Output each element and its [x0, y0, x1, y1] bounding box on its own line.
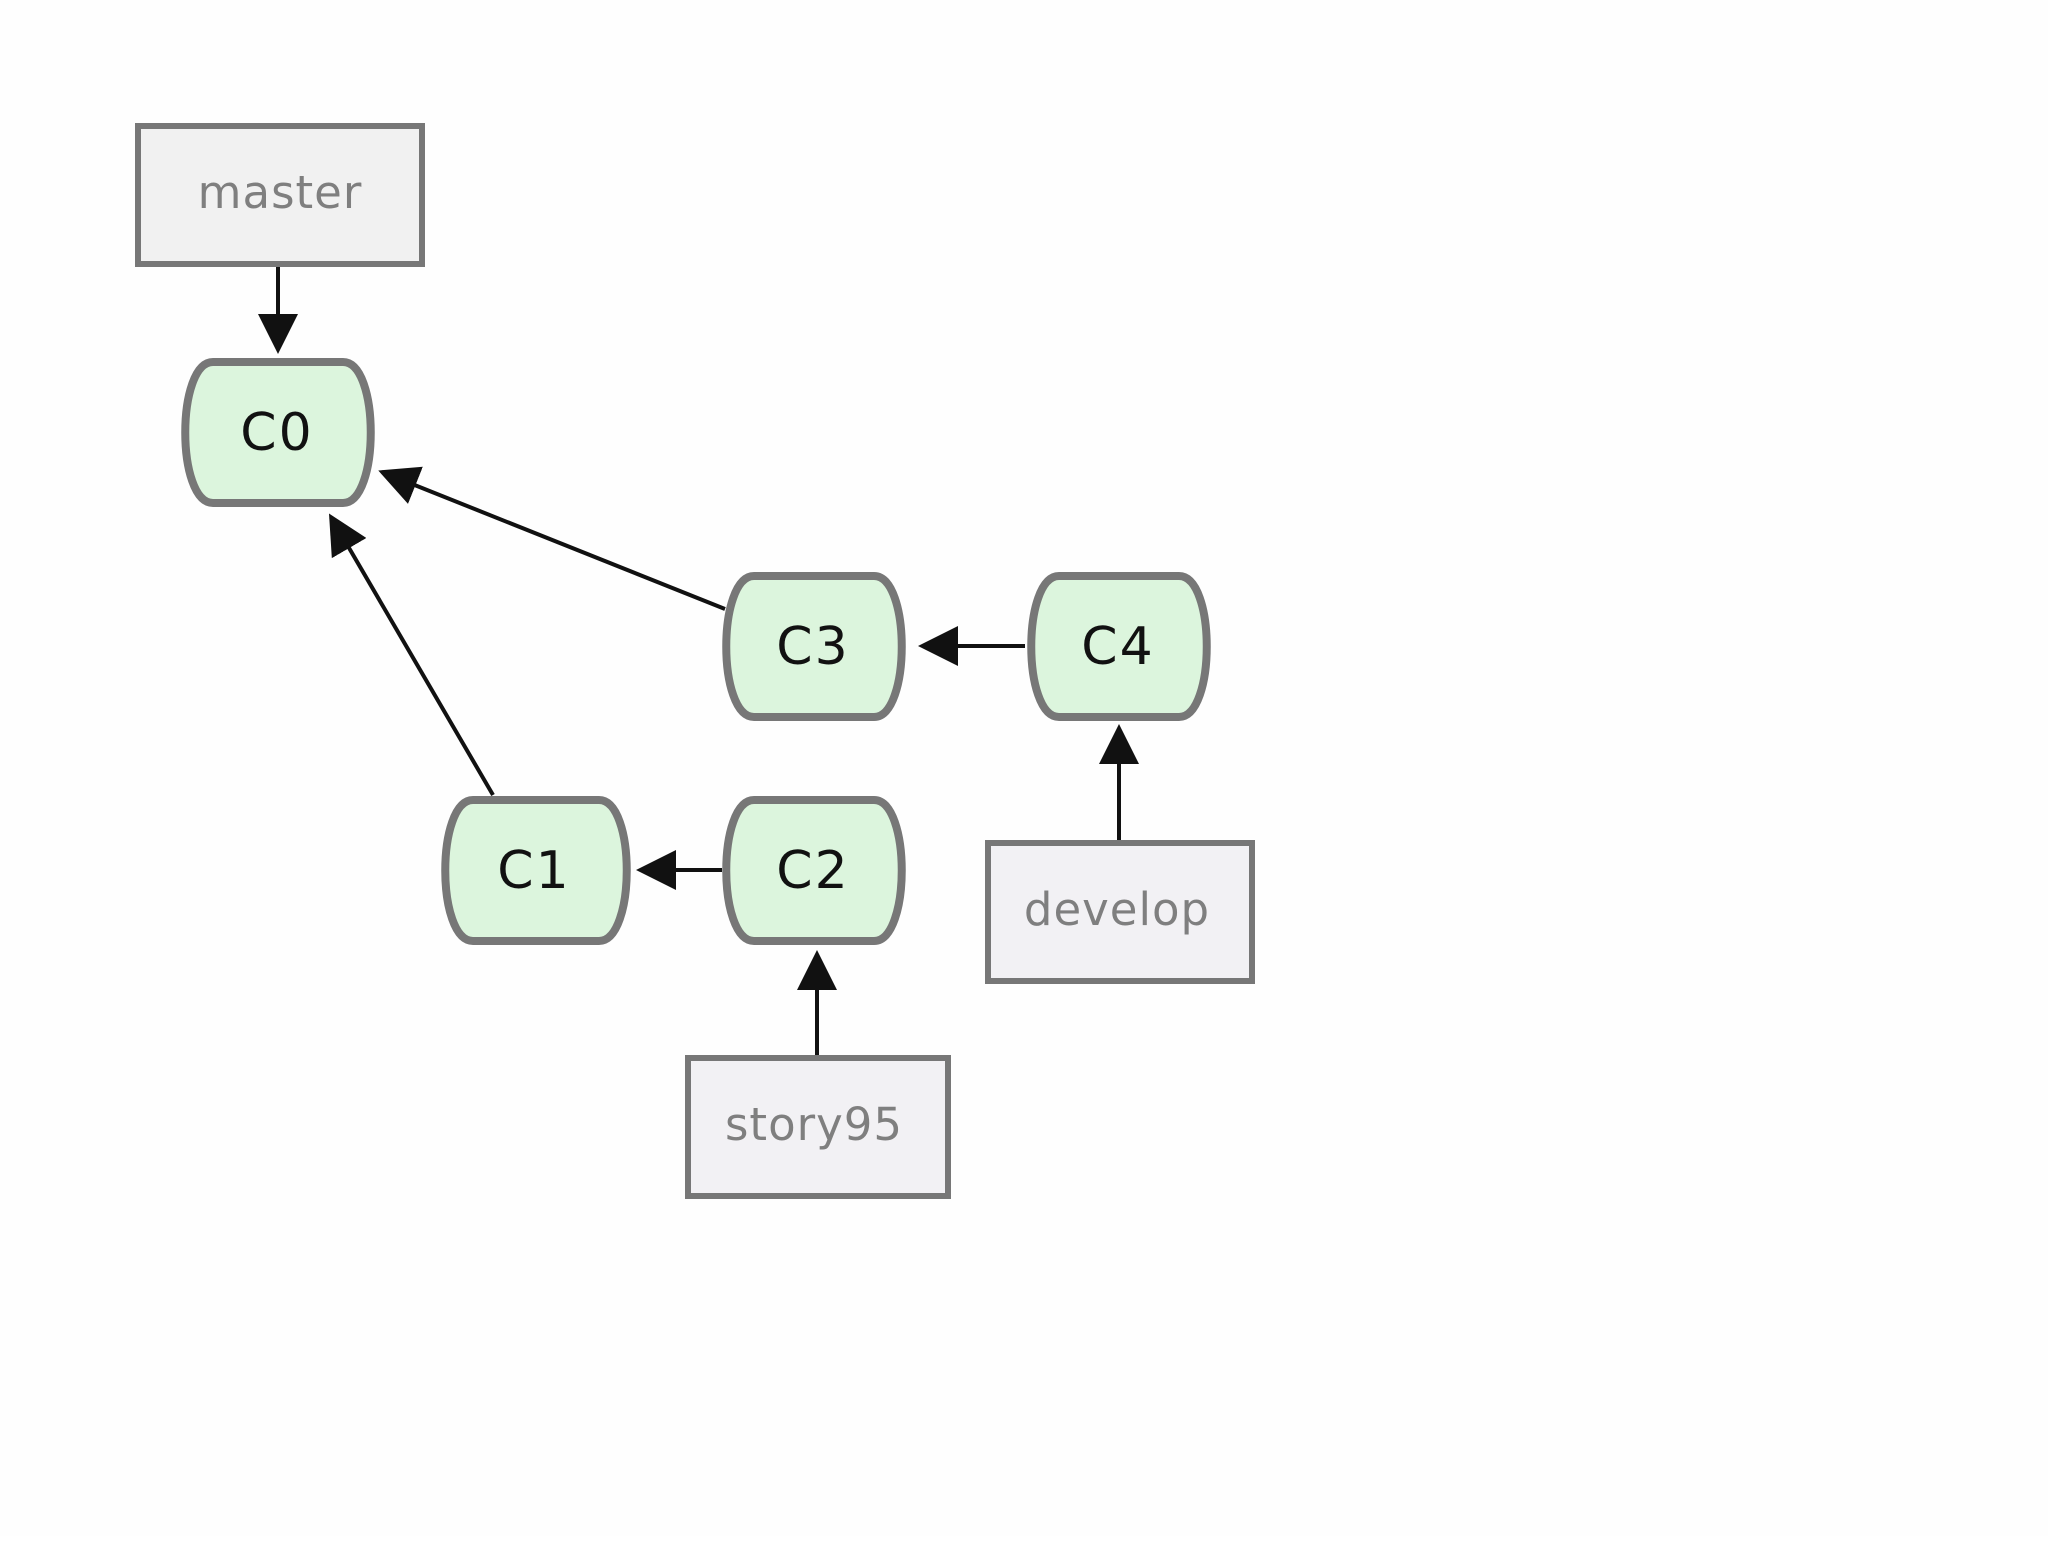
branch-story95[interactable]: story95 [685, 1055, 951, 1199]
commit-label: C1 [497, 841, 570, 901]
commit-c0[interactable]: C0 [181, 358, 375, 507]
commit-c3[interactable]: C3 [722, 572, 906, 721]
commit-c2[interactable]: C2 [722, 796, 906, 945]
branch-master[interactable]: master [135, 123, 425, 267]
edges [258, 264, 1139, 1055]
edge-c3-to-c0 [378, 466, 726, 611]
branch-label: story95 [725, 1098, 903, 1151]
branch-develop[interactable]: develop [985, 840, 1255, 984]
commit-c1[interactable]: C1 [441, 796, 631, 945]
commit-c4[interactable]: C4 [1027, 572, 1211, 721]
branch-label: master [198, 166, 363, 219]
commit-label: C3 [776, 617, 849, 677]
edge-c1-to-c0 [328, 513, 495, 797]
commit-label: C4 [1081, 617, 1154, 677]
branch-label: develop [1024, 883, 1210, 936]
commit-label: C0 [240, 403, 313, 463]
commit-label: C2 [776, 841, 849, 901]
